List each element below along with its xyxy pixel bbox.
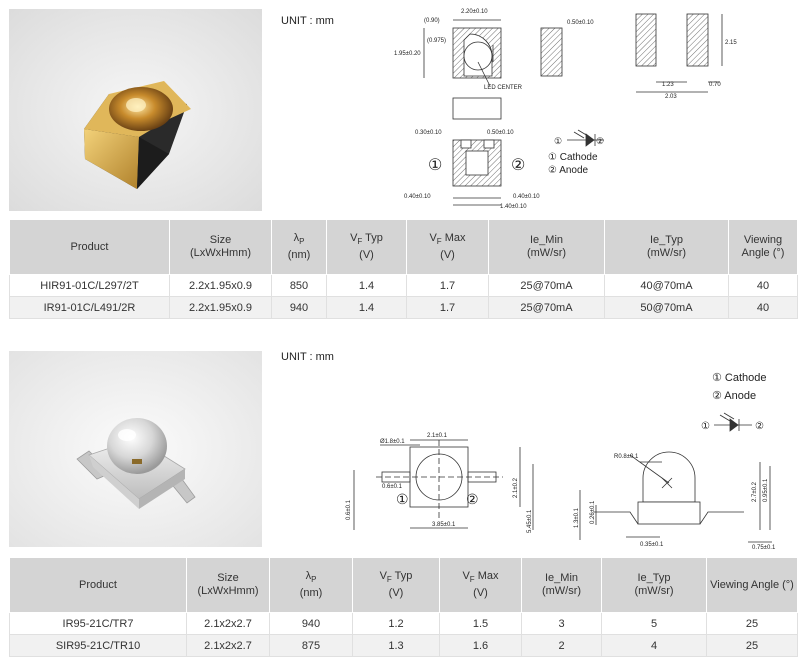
- dim-phi18: Ø1.8±0.1: [380, 439, 405, 445]
- pin1-label: ①: [428, 157, 442, 174]
- smd-led-gold-package-image: [9, 9, 262, 211]
- dim-070: 0.70: [709, 82, 721, 88]
- table-row: IR95-21C/TR7 2.1x2x2.7 940 1.2 1.5 3 5 2…: [9, 612, 798, 635]
- dim-195: 1.95±0.20: [394, 51, 421, 57]
- product2-spec-table: Product Size(LxWxHmm) λP(nm) VF Typ(V) V…: [9, 557, 798, 657]
- dim-385: 3.85±0.1: [432, 522, 456, 528]
- header-product: Product: [9, 219, 170, 275]
- symbol-pin1-2: ①: [701, 421, 710, 432]
- header-vf-max: VF Max(V): [406, 219, 489, 275]
- dim-140: 1.40±0.10: [500, 204, 527, 210]
- header-vf-typ: VF Typ(V): [326, 219, 407, 275]
- dim-040a: 0.40±0.10: [404, 194, 431, 200]
- dim-0975: (0.975): [427, 38, 446, 44]
- symbol-pin2: ②: [596, 136, 604, 146]
- header-ie-min: Ie_Min(mW/sr): [521, 557, 602, 613]
- pin1-label-2: ①: [396, 491, 409, 507]
- table-row: IR91-01C/L491/2R 2.2x1.95x0.9 940 1.4 1.…: [9, 296, 798, 319]
- header-peak-wavelength: λP(nm): [271, 219, 327, 275]
- product2-photo: [9, 351, 262, 547]
- dim-203: 2.03: [665, 94, 677, 100]
- dim-075: 0.75±0.1: [752, 545, 776, 551]
- dim-220: 2.20±0.10: [461, 9, 488, 15]
- dim-06b: 0.6±0.1: [382, 484, 403, 490]
- product1-legend-cathode: ① Cathode: [548, 152, 598, 163]
- dim-27: 2.7±0.2: [752, 481, 758, 502]
- header-product: Product: [9, 557, 187, 613]
- table-row: SIR95-21C/TR10 2.1x2x2.7 875 1.3 1.6 2 4…: [9, 634, 798, 657]
- dim-030: 0.30±0.10: [415, 130, 442, 136]
- dim-050: 0.50±0.10: [567, 20, 594, 26]
- product1-legend-anode: ② Anode: [548, 165, 589, 176]
- led-center-label: LED CENTER: [484, 85, 523, 91]
- smd-led-dome-package-image: [9, 351, 262, 547]
- header-size: Size(LxWxHmm): [169, 219, 272, 275]
- dim-035: 0.35±0.1: [640, 542, 664, 548]
- dim-545: 5.45±0.1: [527, 509, 533, 533]
- dim-026: 0.26±0.1: [590, 500, 596, 524]
- product1-spec-table: Product Size(LxWxHmm) λP(nm) VF Typ(V) V…: [9, 219, 798, 319]
- dim-21a: 2.1±0.1: [427, 433, 448, 439]
- dim-123: 1.23: [662, 82, 674, 88]
- dim-040b: 0.40±0.10: [513, 194, 540, 200]
- product2-legend-anode: ② Anode: [712, 390, 757, 402]
- product1-photo: [9, 9, 262, 211]
- header-size: Size(LxWxHmm): [186, 557, 270, 613]
- pin2-label: ②: [511, 157, 525, 174]
- dim-090: (0.90): [424, 18, 440, 24]
- symbol-pin1: ①: [554, 136, 562, 146]
- dim-21b: 2.1±0.2: [513, 477, 519, 498]
- header-ie-min: Ie_Min(mW/sr): [488, 219, 605, 275]
- table-row: HIR91-01C/L297/2T 2.2x1.95x0.9 850 1.4 1…: [9, 274, 798, 297]
- header-peak-wavelength: λP(nm): [269, 557, 353, 613]
- dim-13: 1.3±0.1: [574, 507, 580, 528]
- symbol-pin2-2: ②: [755, 421, 764, 432]
- product1-unit-label: UNIT : mm: [281, 15, 334, 27]
- pin2-label-2: ②: [466, 491, 479, 507]
- dim-095: 0.95±0.1: [763, 478, 769, 502]
- dim-215: 2.15: [725, 40, 737, 46]
- header-ie-typ: Ie_Typ(mW/sr): [601, 557, 707, 613]
- header-vf-typ: VF Typ(V): [352, 557, 440, 613]
- dim-r08: R0.8±0.1: [614, 454, 639, 460]
- product2-legend-cathode: ① Cathode: [712, 372, 767, 384]
- header-ie-typ: Ie_Typ(mW/sr): [604, 219, 729, 275]
- dim-050b: 0.50±0.10: [487, 130, 514, 136]
- product2-unit-label: UNIT : mm: [281, 351, 334, 363]
- header-vf-max: VF Max(V): [439, 557, 522, 613]
- dim-06a: 0.6±0.1: [346, 499, 352, 520]
- header-viewing-angle: Viewing Angle (°): [706, 557, 798, 613]
